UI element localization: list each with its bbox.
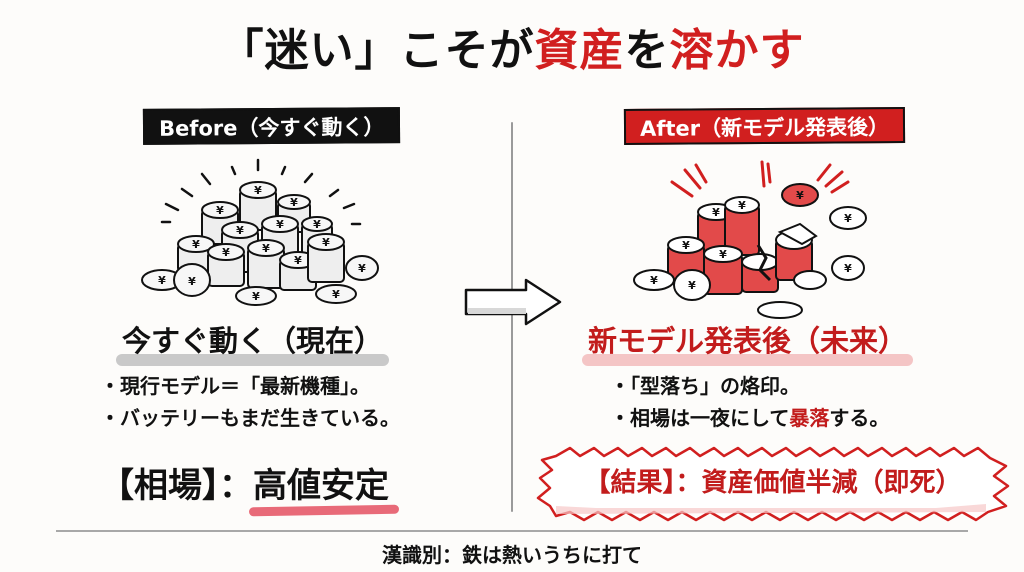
svg-text:¥: ¥: [276, 218, 284, 231]
horizontal-divider: [56, 530, 968, 532]
svg-text:¥: ¥: [719, 248, 727, 261]
after-label: After（新モデル発表後）: [623, 107, 906, 145]
result-text: 【結果】：資産価値半減（即死）: [584, 468, 962, 498]
title-part-3: を: [624, 25, 670, 76]
bullet-item: ・「型落ち」の烙印。: [610, 374, 800, 398]
svg-text:¥: ¥: [236, 224, 244, 237]
svg-text:¥: ¥: [192, 238, 200, 251]
svg-text:¥: ¥: [290, 196, 298, 209]
bullet-item: ・現行モデル＝「最新機種」。: [100, 374, 370, 398]
svg-text:¥: ¥: [358, 262, 366, 275]
svg-text:¥: ¥: [796, 189, 804, 202]
svg-text:¥: ¥: [158, 274, 166, 287]
svg-text:¥: ¥: [313, 218, 321, 231]
bullet-item: ・バッテリーもまだ生きている。: [100, 406, 400, 430]
svg-text:¥: ¥: [332, 288, 340, 301]
footer-proverb: 漢識別：鉄は熱いうちに打て: [382, 543, 642, 567]
after-heading: 新モデル発表後（未来）: [582, 318, 914, 366]
svg-text:¥: ¥: [222, 246, 230, 259]
svg-text:¥: ¥: [254, 184, 262, 197]
bullet-item: ・相場は一夜にして暴落する。: [610, 406, 890, 430]
before-heading: 今すぐ動く（現在）: [116, 318, 390, 366]
svg-text:¥: ¥: [738, 199, 746, 212]
page-title: 「迷い」こそが資産を溶かす: [0, 14, 1024, 78]
svg-text:¥: ¥: [252, 290, 260, 303]
arrow-right-icon: [464, 278, 562, 326]
market-value: 高値安定: [253, 466, 389, 506]
crash-emphasis: 暴落: [789, 406, 830, 430]
title-part-1: 「迷い」こそが: [219, 25, 535, 76]
vertical-divider: [511, 122, 513, 512]
market-status: 【相場】：高値安定: [100, 458, 400, 517]
svg-text:¥: ¥: [650, 274, 658, 287]
title-part-asset: 資産: [534, 25, 625, 76]
broken-yen-coin-pile-icon: ¥ ¥ ¥ ¥ ¥ ¥ ¥ ¥ ¥: [633, 160, 867, 319]
svg-text:¥: ¥: [216, 204, 224, 217]
market-underline: [248, 504, 400, 517]
svg-text:¥: ¥: [294, 254, 302, 267]
svg-text:¥: ¥: [188, 275, 196, 288]
after-bullets: ・「型落ち」の烙印。 ・相場は一夜にして暴落する。: [610, 370, 889, 434]
svg-text:¥: ¥: [712, 206, 720, 219]
market-label: 【相場】：: [100, 466, 253, 506]
svg-text:¥: ¥: [322, 236, 330, 249]
svg-text:¥: ¥: [688, 279, 696, 292]
before-bullets: ・現行モデル＝「最新機種」。 ・バッテリーもまだ生きている。: [100, 370, 400, 434]
svg-text:¥: ¥: [844, 262, 852, 275]
svg-text:¥: ¥: [262, 242, 270, 255]
result-burst-shape: [536, 446, 1010, 522]
before-label: Before（今すぐ動く）: [142, 107, 401, 145]
title-part-melt: 溶かす: [669, 25, 805, 76]
yen-coin-pile-icon: ¥¥¥ ¥¥¥ ¥¥¥ ¥¥¥ ¥¥¥ ¥: [141, 158, 379, 306]
svg-text:¥: ¥: [844, 212, 852, 225]
svg-text:¥: ¥: [682, 239, 690, 252]
